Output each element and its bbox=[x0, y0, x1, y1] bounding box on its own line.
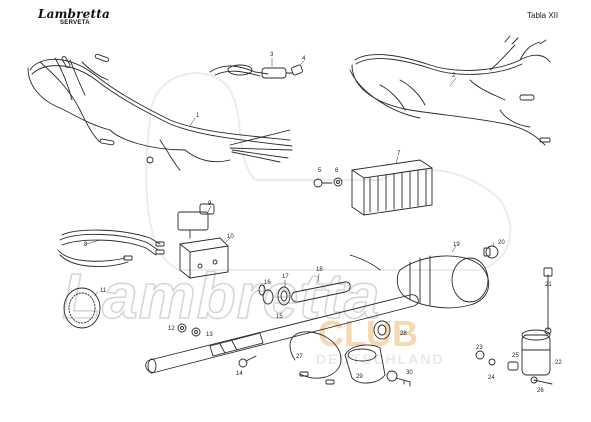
callout-12: 12 bbox=[168, 326, 175, 332]
clip-25 bbox=[507, 361, 519, 371]
watermark-club: CLUB bbox=[318, 313, 418, 354]
cable-terminals bbox=[289, 331, 342, 385]
headlamp-generator bbox=[349, 254, 490, 309]
callout-18: 18 bbox=[316, 267, 323, 273]
small-bulb bbox=[291, 64, 303, 76]
callout-labels: 1 2 3 4 5 6 7 8 9 10 11 12 13 14 15 16 1… bbox=[84, 52, 562, 394]
callout-7: 7 bbox=[397, 151, 401, 157]
ring-17 bbox=[277, 286, 291, 306]
plate-title: Tabla XII bbox=[527, 11, 559, 20]
callout-16: 16 bbox=[264, 280, 271, 286]
logo-sub-text: SERVETA bbox=[60, 20, 90, 26]
callout-2: 2 bbox=[452, 73, 456, 79]
ignition-key bbox=[386, 370, 411, 387]
reflector-lens bbox=[63, 287, 101, 329]
watermark: Lambretta CLUB DEUTSCHLAND bbox=[61, 72, 512, 367]
callout-5: 5 bbox=[318, 168, 322, 174]
watermark-country: DEUTSCHLAND bbox=[316, 351, 445, 367]
callout-28: 28 bbox=[400, 331, 407, 337]
bracket-box bbox=[179, 237, 229, 279]
lambretta-logo: Lambretta SERVETA bbox=[38, 8, 110, 27]
leader-lines bbox=[85, 57, 549, 297]
washer-28 bbox=[373, 320, 391, 340]
nut-12 bbox=[177, 323, 187, 333]
callout-29: 29 bbox=[356, 374, 363, 380]
callout-14: 14 bbox=[236, 371, 243, 377]
bushing-15 bbox=[262, 289, 274, 305]
tube-18 bbox=[291, 281, 351, 303]
callout-13: 13 bbox=[206, 332, 213, 338]
ht-lead bbox=[543, 267, 553, 335]
wiring-loom-secondary bbox=[349, 35, 551, 146]
callout-23: 23 bbox=[476, 345, 483, 351]
ignition-switch bbox=[344, 344, 386, 384]
screw-14 bbox=[238, 355, 257, 368]
washer-6 bbox=[333, 177, 343, 187]
callout-21: 21 bbox=[545, 282, 552, 288]
nut-13 bbox=[191, 327, 201, 337]
regulator-unit bbox=[351, 159, 433, 216]
screw-26 bbox=[530, 376, 553, 385]
relay-block bbox=[177, 203, 215, 239]
screw-5 bbox=[313, 178, 333, 188]
handlebar-tube bbox=[145, 294, 419, 374]
bulb-20 bbox=[483, 245, 499, 259]
ignition-coil bbox=[521, 329, 551, 376]
callout-24: 24 bbox=[488, 375, 495, 381]
callout-30: 30 bbox=[406, 370, 413, 376]
callout-20: 20 bbox=[498, 240, 505, 246]
wire-set bbox=[57, 229, 165, 267]
watermark-scooter-outline bbox=[145, 72, 512, 271]
washer-24 bbox=[488, 358, 496, 366]
callout-8: 8 bbox=[84, 242, 88, 248]
switch-lead bbox=[209, 64, 293, 79]
wiring-loom-main bbox=[27, 53, 293, 171]
nut-23 bbox=[475, 350, 485, 360]
callout-27: 27 bbox=[296, 354, 303, 360]
logo-brand-text: Lambretta bbox=[38, 7, 110, 21]
callout-9: 9 bbox=[208, 201, 212, 207]
callout-19: 19 bbox=[453, 242, 460, 248]
callout-6: 6 bbox=[335, 168, 339, 174]
callout-1: 1 bbox=[196, 113, 200, 119]
callout-10: 10 bbox=[227, 234, 234, 240]
callout-4: 4 bbox=[302, 56, 306, 62]
callout-17: 17 bbox=[282, 274, 289, 280]
callout-25: 25 bbox=[512, 353, 519, 359]
callout-26: 26 bbox=[537, 388, 544, 394]
callout-3: 3 bbox=[270, 52, 274, 58]
callout-11: 11 bbox=[100, 288, 107, 294]
bushing-16 bbox=[258, 284, 266, 296]
callout-22: 22 bbox=[555, 360, 562, 366]
callout-15: 15 bbox=[276, 314, 283, 320]
